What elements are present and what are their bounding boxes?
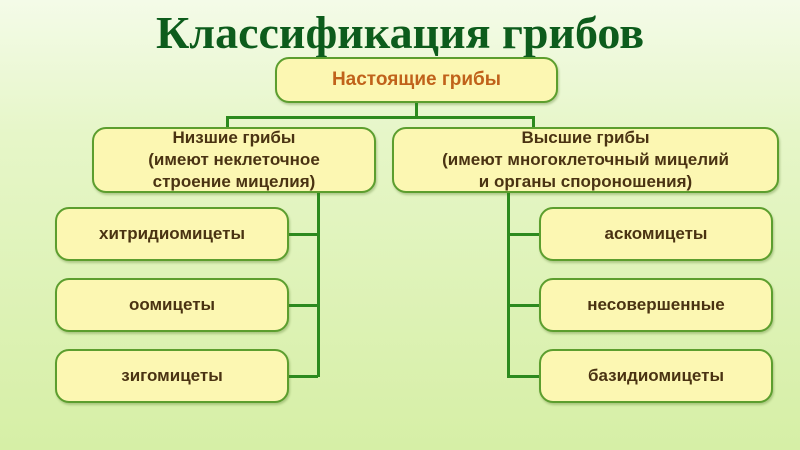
higher-desc-2: и органы спороношения) [478,172,693,191]
higher-fungi-node: Высшие грибы (имеют многоклеточный мицели… [392,127,779,193]
lower-child-node: зигомицеты [55,349,289,403]
node-label: базидиомицеты [587,366,725,385]
connector [507,233,540,236]
node-label: хитридиомицеты [98,224,246,243]
connector [317,193,320,377]
lower-child-node: оомицеты [55,278,289,332]
lower-desc-1: (имеют неклеточное [148,150,320,169]
connector [288,375,318,378]
connector [507,375,540,378]
higher-child-node: аскомицеты [539,207,773,261]
higher-child-node: базидиомицеты [539,349,773,403]
lower-title: Низшие грибы [172,128,296,147]
node-label: аскомицеты [604,224,708,243]
lower-fungi-node: Низшие грибы (имеют неклеточное строение м… [92,127,376,193]
connector [288,233,318,236]
lower-child-node: хитридиомицеты [55,207,289,261]
higher-title: Высшие грибы [521,128,650,147]
node-label: несовершенные [587,295,725,314]
node-label: оомицеты [128,295,216,314]
connector [226,116,535,119]
higher-child-node: несовершенные [539,278,773,332]
connector [226,116,229,128]
connector [507,304,540,307]
root-node: Настоящие грибы [275,57,558,103]
lower-desc-2: строение мицелия) [152,172,316,191]
connector [288,304,318,307]
connector [415,103,418,118]
node-label: зигомицеты [121,366,223,385]
connector [507,193,510,377]
root-label: Настоящие грибы [331,69,502,90]
connector [532,116,535,128]
higher-desc-1: (имеют многоклеточный мицелий [442,150,729,169]
page-title: Классификация грибов [155,7,645,58]
